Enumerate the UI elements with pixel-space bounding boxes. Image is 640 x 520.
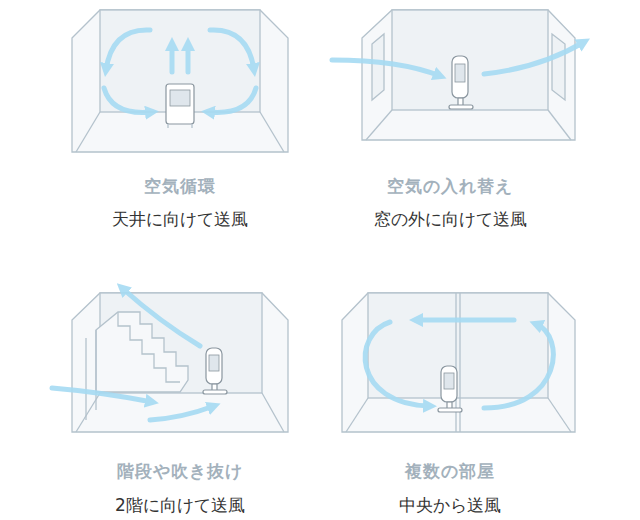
panel-caption: 2階に向けて送風: [115, 495, 245, 515]
window: [372, 34, 384, 100]
room-stairwell: [52, 288, 288, 432]
room-ventilation: [332, 10, 584, 140]
fan-tower: [203, 348, 227, 394]
panel-heading: 複数の部屋: [405, 461, 495, 481]
window: [552, 34, 565, 100]
panel-heading: 階段や吹き抜け: [117, 461, 243, 481]
panel-caption: 中央から送風: [399, 495, 501, 515]
panel-caption: 窓の外に向けて送風: [374, 209, 527, 229]
panel-heading: 空気循環: [144, 176, 216, 196]
panel-heading: 空気の入れ替え: [387, 176, 513, 196]
fan-tower: [438, 366, 462, 412]
fan-box: [166, 84, 194, 128]
room-circulation: [72, 10, 288, 152]
fan-tower: [449, 56, 473, 109]
room-multiple: [342, 293, 575, 432]
panel-caption: 天井に向けて送風: [112, 209, 248, 229]
